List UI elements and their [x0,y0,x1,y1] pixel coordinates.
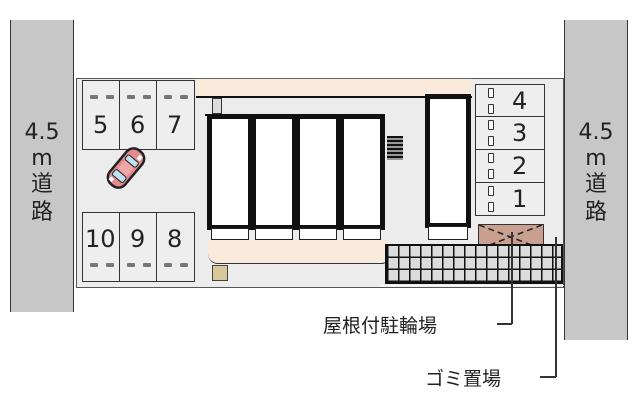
leader-line-garbage [555,237,557,377]
parking-space-1[interactable]: 1 [475,182,545,216]
space-number: 10 [85,225,116,253]
wheel-stop [90,95,98,99]
wheel-stop [488,136,494,146]
parking-space-9[interactable]: 9 [119,212,157,282]
staircase-icon [387,136,403,160]
balcony [255,228,293,240]
parking-space-6[interactable]: 6 [119,80,157,150]
space-number: 1 [512,185,528,213]
car-icon [96,138,156,198]
space-number: 5 [93,111,109,139]
wheel-stop [90,263,98,267]
wheel-stop [106,263,114,267]
wheel-stop [180,95,188,99]
parking-space-3[interactable]: 3 [475,116,545,150]
leader-line-bicycle [497,323,512,325]
planting-strip-top [196,78,472,98]
right-road: 4.5 m 道 路 [564,20,628,340]
wheel-stop [180,263,188,267]
balcony [343,228,381,240]
wheel-stop [127,263,135,267]
space-number: 2 [512,152,528,180]
wheel-stop [488,186,494,196]
parking-space-10[interactable]: 10 [82,212,120,282]
wheel-stop [164,95,172,99]
unit-1 [207,114,253,230]
space-number: 8 [167,225,183,253]
left-road-unit: m [31,146,53,171]
space-number: 6 [130,111,146,139]
right-road-char-2: 路 [584,200,607,225]
wheel-stop [488,153,494,163]
wheel-stop [127,95,135,99]
wheel-stop [106,95,114,99]
space-number: 4 [512,87,528,115]
parking-space-7[interactable]: 7 [156,80,195,150]
wheel-stop [488,202,494,212]
space-number: 3 [512,119,528,147]
wheel-stop [488,104,494,114]
leader-line-garbage [540,376,556,378]
wheel-stop [164,263,172,267]
lot-bottom-edge-right [380,285,564,286]
parking-space-8[interactable]: 8 [156,212,195,282]
unit-2 [251,114,297,230]
bicycle-parking-label: 屋根付駐輪場 [323,315,438,337]
left-road-width: 4.5 [24,120,60,145]
space-number: 9 [130,225,146,253]
covered-bicycle-parking[interactable] [385,244,563,284]
space-number: 7 [167,111,183,139]
parking-space-5[interactable]: 5 [82,80,120,150]
right-road-char-1: 道 [584,172,607,197]
left-road-char-2: 路 [30,200,53,225]
leader-line-bicycle [511,232,513,324]
entry-gate [212,98,222,114]
right-road-width: 4.5 [578,120,614,145]
wheel-stop [488,88,494,98]
left-road-char-1: 道 [30,172,53,197]
wheel-stop [143,95,151,99]
meter-box-icon [212,265,228,281]
balcony [299,228,337,240]
left-road: 4.5 m 道 路 [10,20,74,312]
planting-strip-bottom [208,240,388,264]
wheel-stop [143,263,151,267]
parking-space-4[interactable]: 4 [475,84,545,117]
balcony [211,228,249,240]
unit-5 [425,94,471,228]
right-road-unit: m [585,146,607,171]
wheel-stop [488,120,494,130]
balcony [428,226,468,240]
unit-4 [339,114,385,230]
garbage-area-label: ゴミ置場 [425,368,502,390]
parking-space-2[interactable]: 2 [475,149,545,183]
unit-3 [295,114,341,230]
wheel-stop [488,169,494,179]
